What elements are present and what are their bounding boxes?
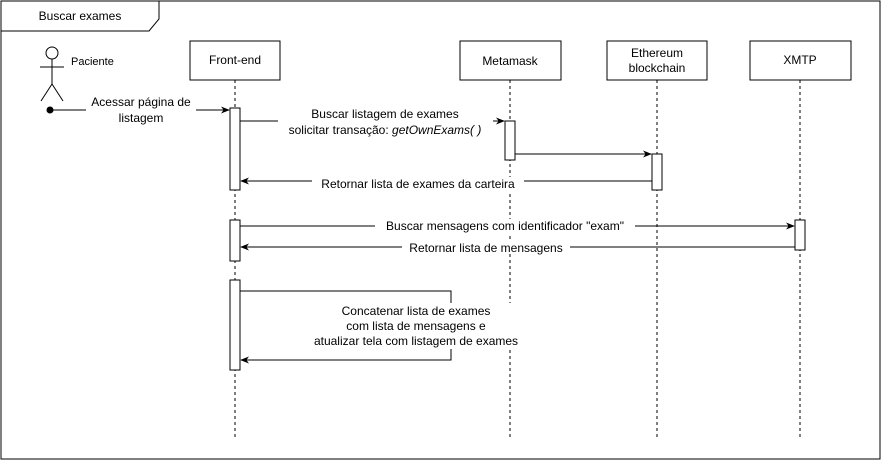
message-retornar-mensagens: Retornar lista de mensagens <box>240 240 795 255</box>
activation-frontend-3 <box>229 279 241 371</box>
message-1-label-line2: listagem <box>119 111 164 125</box>
message-4-label: Retornar lista de exames da carteira <box>321 177 515 191</box>
actor-paciente <box>40 46 64 102</box>
activation-ethereum-1 <box>651 153 663 191</box>
activation-xmtp-1 <box>794 219 806 251</box>
activations <box>229 107 806 371</box>
actor-right-leg <box>51 83 64 102</box>
participant-frontend-label: Front-end <box>209 53 261 67</box>
message-2-label-prefix: solicitar transação: <box>289 123 392 137</box>
message-2-label-line2: solicitar transação: getOwnExams( ) <box>289 123 482 137</box>
message-buscar-listagem: Buscar listagem de exames solicitar tran… <box>240 106 505 138</box>
message-7-label-line3: atualizar tela com listagem de exames <box>314 334 518 348</box>
activation-frontend-2 <box>229 219 241 262</box>
activation-frontend-1 <box>229 107 241 191</box>
message-7-label-line2: com lista de mensagens e <box>346 319 486 333</box>
message-2-label-line1: Buscar listagem de exames <box>311 107 458 121</box>
message-5-label: Buscar mensagens com identificador "exam… <box>386 219 624 233</box>
message-buscar-mensagens: Buscar mensagens com identificador "exam… <box>240 219 795 233</box>
message-retornar-exames: Retornar lista de exames da carteira <box>240 177 652 191</box>
participant-xmtp: XMTP <box>749 40 852 81</box>
message-concatenar: Concatenar lista de exames com lista de … <box>240 290 530 364</box>
actor-label: Paciente <box>71 56 114 68</box>
participant-metamask: Metamask <box>459 40 562 81</box>
participant-metamask-label: Metamask <box>482 54 538 68</box>
frame-title-tab <box>0 0 160 32</box>
participant-frontend: Front-end <box>189 40 281 81</box>
frame-title: Buscar exames <box>39 9 122 23</box>
participant-xmtp-label: XMTP <box>783 53 816 67</box>
message-2-label-method: getOwnExams( ) <box>392 123 481 137</box>
actor-head <box>45 46 59 60</box>
activation-metamask-1 <box>504 120 516 161</box>
participant-ethereum-label-line1: Ethereum <box>631 46 683 60</box>
message-1-label-line1: Acessar página de <box>91 95 191 109</box>
actor-left-leg <box>40 83 53 102</box>
participant-ethereum-label-line2: blockchain <box>629 61 686 75</box>
participant-ethereum: Ethereum blockchain <box>606 40 708 81</box>
message-7-label-line1: Concatenar lista de exames <box>342 304 491 318</box>
message-6-label: Retornar lista de mensagens <box>409 241 562 255</box>
message-acessar-pagina: Acessar página de listagem <box>46 94 230 126</box>
